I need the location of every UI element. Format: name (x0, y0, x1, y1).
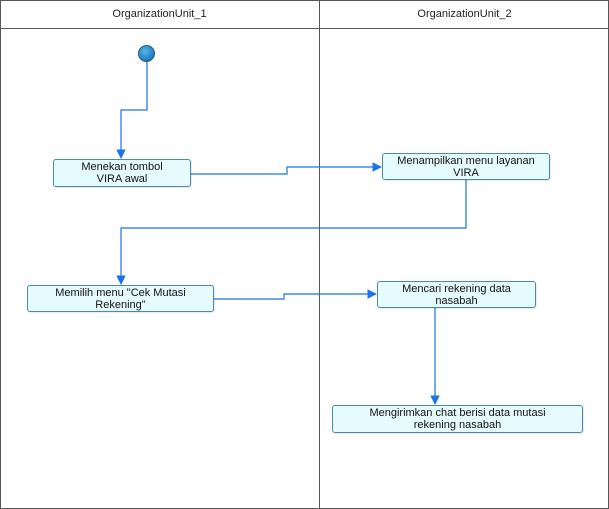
lane-header-1: OrganizationUnit_1 (112, 8, 207, 20)
activity-label: Mencari rekening data nasabah (402, 282, 511, 307)
activity-menekan-tombol[interactable]: Menekan tombol VIRA awal (53, 159, 191, 187)
activity-memilih-menu[interactable]: Memilih menu "Cek Mutasi Rekening" (27, 285, 214, 312)
activity-mengirimkan-chat[interactable]: Mengirimkan chat berisi data mutasi reke… (332, 405, 583, 433)
edge-n2-to-n3 (116, 180, 467, 285)
activity-menampilkan-menu[interactable]: Menampilkan menu layanan VIRA (382, 153, 550, 180)
activity-label: Menampilkan menu layanan VIRA (397, 154, 535, 179)
activity-label: Memilih menu "Cek Mutasi Rekening" (55, 286, 186, 311)
edge-n1-to-n2 (191, 162, 382, 175)
lane-header-2: OrganizationUnit_2 (417, 8, 512, 20)
activity-label: Menekan tombol VIRA awal (81, 161, 163, 185)
activity-mencari-rekening[interactable]: Mencari rekening data nasabah (377, 281, 536, 308)
edge-start-to-n1 (116, 62, 148, 159)
initial-node[interactable] (138, 45, 155, 62)
edge-n3-to-n4 (214, 289, 377, 300)
activity-label: Mengirimkan chat berisi data mutasi reke… (369, 407, 546, 431)
